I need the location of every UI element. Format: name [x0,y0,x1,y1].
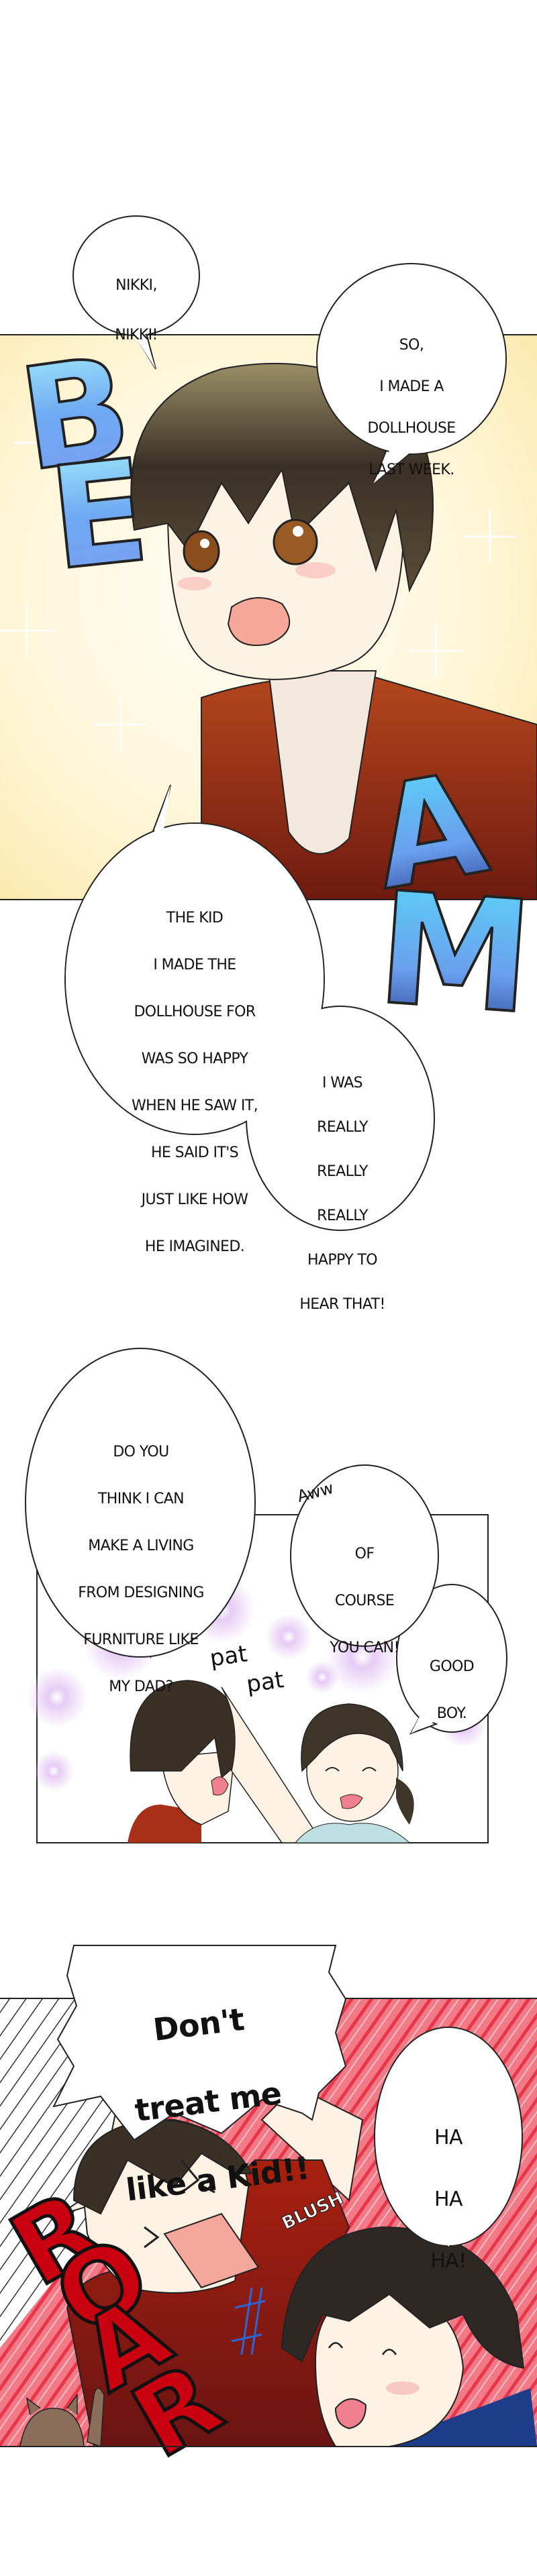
bubble-line: DOLLHOUSE [367,420,456,437]
bubble-line: YOU CAN! [330,1640,399,1656]
bubble-line: HAPPY TO [307,1252,378,1269]
bubble-line: HA [434,2188,462,2211]
speech-bubble-text: THE KID I MADE THE DOLLHOUSE FOR WAS SO … [101,883,289,1282]
boy-character [130,362,537,900]
boy-character [60,2085,364,2447]
sfx-pat: pat [245,1666,286,1698]
bubble-line: LAST WEEK. [369,462,454,478]
mom-character [281,2226,537,2447]
mom-character [294,1703,414,1843]
panel-1: B E A M [0,215,537,1231]
bubble-line: THINK I CAN [97,1491,185,1507]
bubble-line: DOLLHOUSE FOR [134,1004,256,1020]
bubble-line: REALLY [317,1208,368,1224]
bubble-line: NIKKI, [115,277,157,294]
bubble-line: treat me [132,2074,284,2129]
speech-bubble-text: SO, I MADE A DOLLHOUSE LAST WEEK. [324,314,499,501]
cat-character [19,2387,105,2448]
bubble-line: I MADE A [379,378,444,395]
bubble-line: NIKKI! [115,327,158,343]
bubble-line: REALLY [317,1163,368,1180]
speech-bubble-text: GOOD BOY. [411,1631,492,1749]
bubble-line: HA [434,2126,462,2149]
boy-character [128,1680,324,1843]
panel-2: Aww pat pat [25,1348,507,1843]
bubble-line: THE KID [166,910,224,926]
speech-bubble-text: NIKKI, NIKKI! [76,248,197,372]
shout-bubble-text: Don't treat me like a Kid!! [79,1953,338,2251]
bubble-line: I WAS [322,1075,363,1091]
bubble-line: HE IMAGINED. [144,1238,245,1255]
bubble-line: REALLY [317,1119,368,1136]
speech-bubble [396,1584,507,1733]
speech-bubble [290,1464,439,1647]
bubble-line: I MADE THE [153,957,236,973]
bubble-line: MY DAD? [109,1678,173,1695]
bubble-line: HA! [430,2249,467,2273]
speech-bubbles [64,215,507,1231]
bubble-line: like a Kid!! [124,2149,311,2208]
sfx-pat: pat [208,1640,249,1672]
speech-bubble-text: I WAS REALLY REALLY REALLY HAPPY TO HEAR… [275,1050,409,1338]
bubble-line: WAS SO HAPPY [141,1051,248,1067]
bubble-line: FROM DESIGNING [78,1585,204,1601]
bubble-line: GOOD [429,1658,475,1675]
bubble-line: FURNITURE LIKE [83,1631,199,1648]
bubble-line: WHEN HE SAW IT, [132,1097,258,1114]
bubble-line: Don't [151,2000,246,2048]
bubble-line: HEAR THAT! [299,1296,385,1313]
sfx-beam: B E A M [9,324,537,1050]
speech-bubbles [52,1945,523,2248]
sfx-letter: B [11,325,140,503]
speech-bubble [52,1945,347,2141]
speech-bubble-text: OF COURSE YOU CAN! [311,1519,418,1683]
speech-bubble [25,1348,256,1658]
speech-bubbles [25,1348,507,1735]
speech-bubble-text: DO YOU THINK I CAN MAKE A LIVING FROM DE… [47,1417,235,1722]
bubble-line: DO YOU [113,1444,169,1460]
bubble-line: BOY. [436,1705,467,1722]
speech-bubble [316,263,507,455]
bubble-line: COURSE [334,1593,395,1609]
speech-bubble-text: HA HA HA! [408,2092,489,2308]
bubble-line: HE SAID IT'S [150,1144,239,1161]
sfx-letter: M [372,859,537,1049]
bubble-line: JUST LIKE HOW [141,1191,248,1208]
bubble-line: SO, [399,337,424,354]
bubble-line: OF [354,1546,375,1562]
bubble-line: MAKE A LIVING [88,1538,194,1554]
sfx-letter: E [42,428,155,602]
